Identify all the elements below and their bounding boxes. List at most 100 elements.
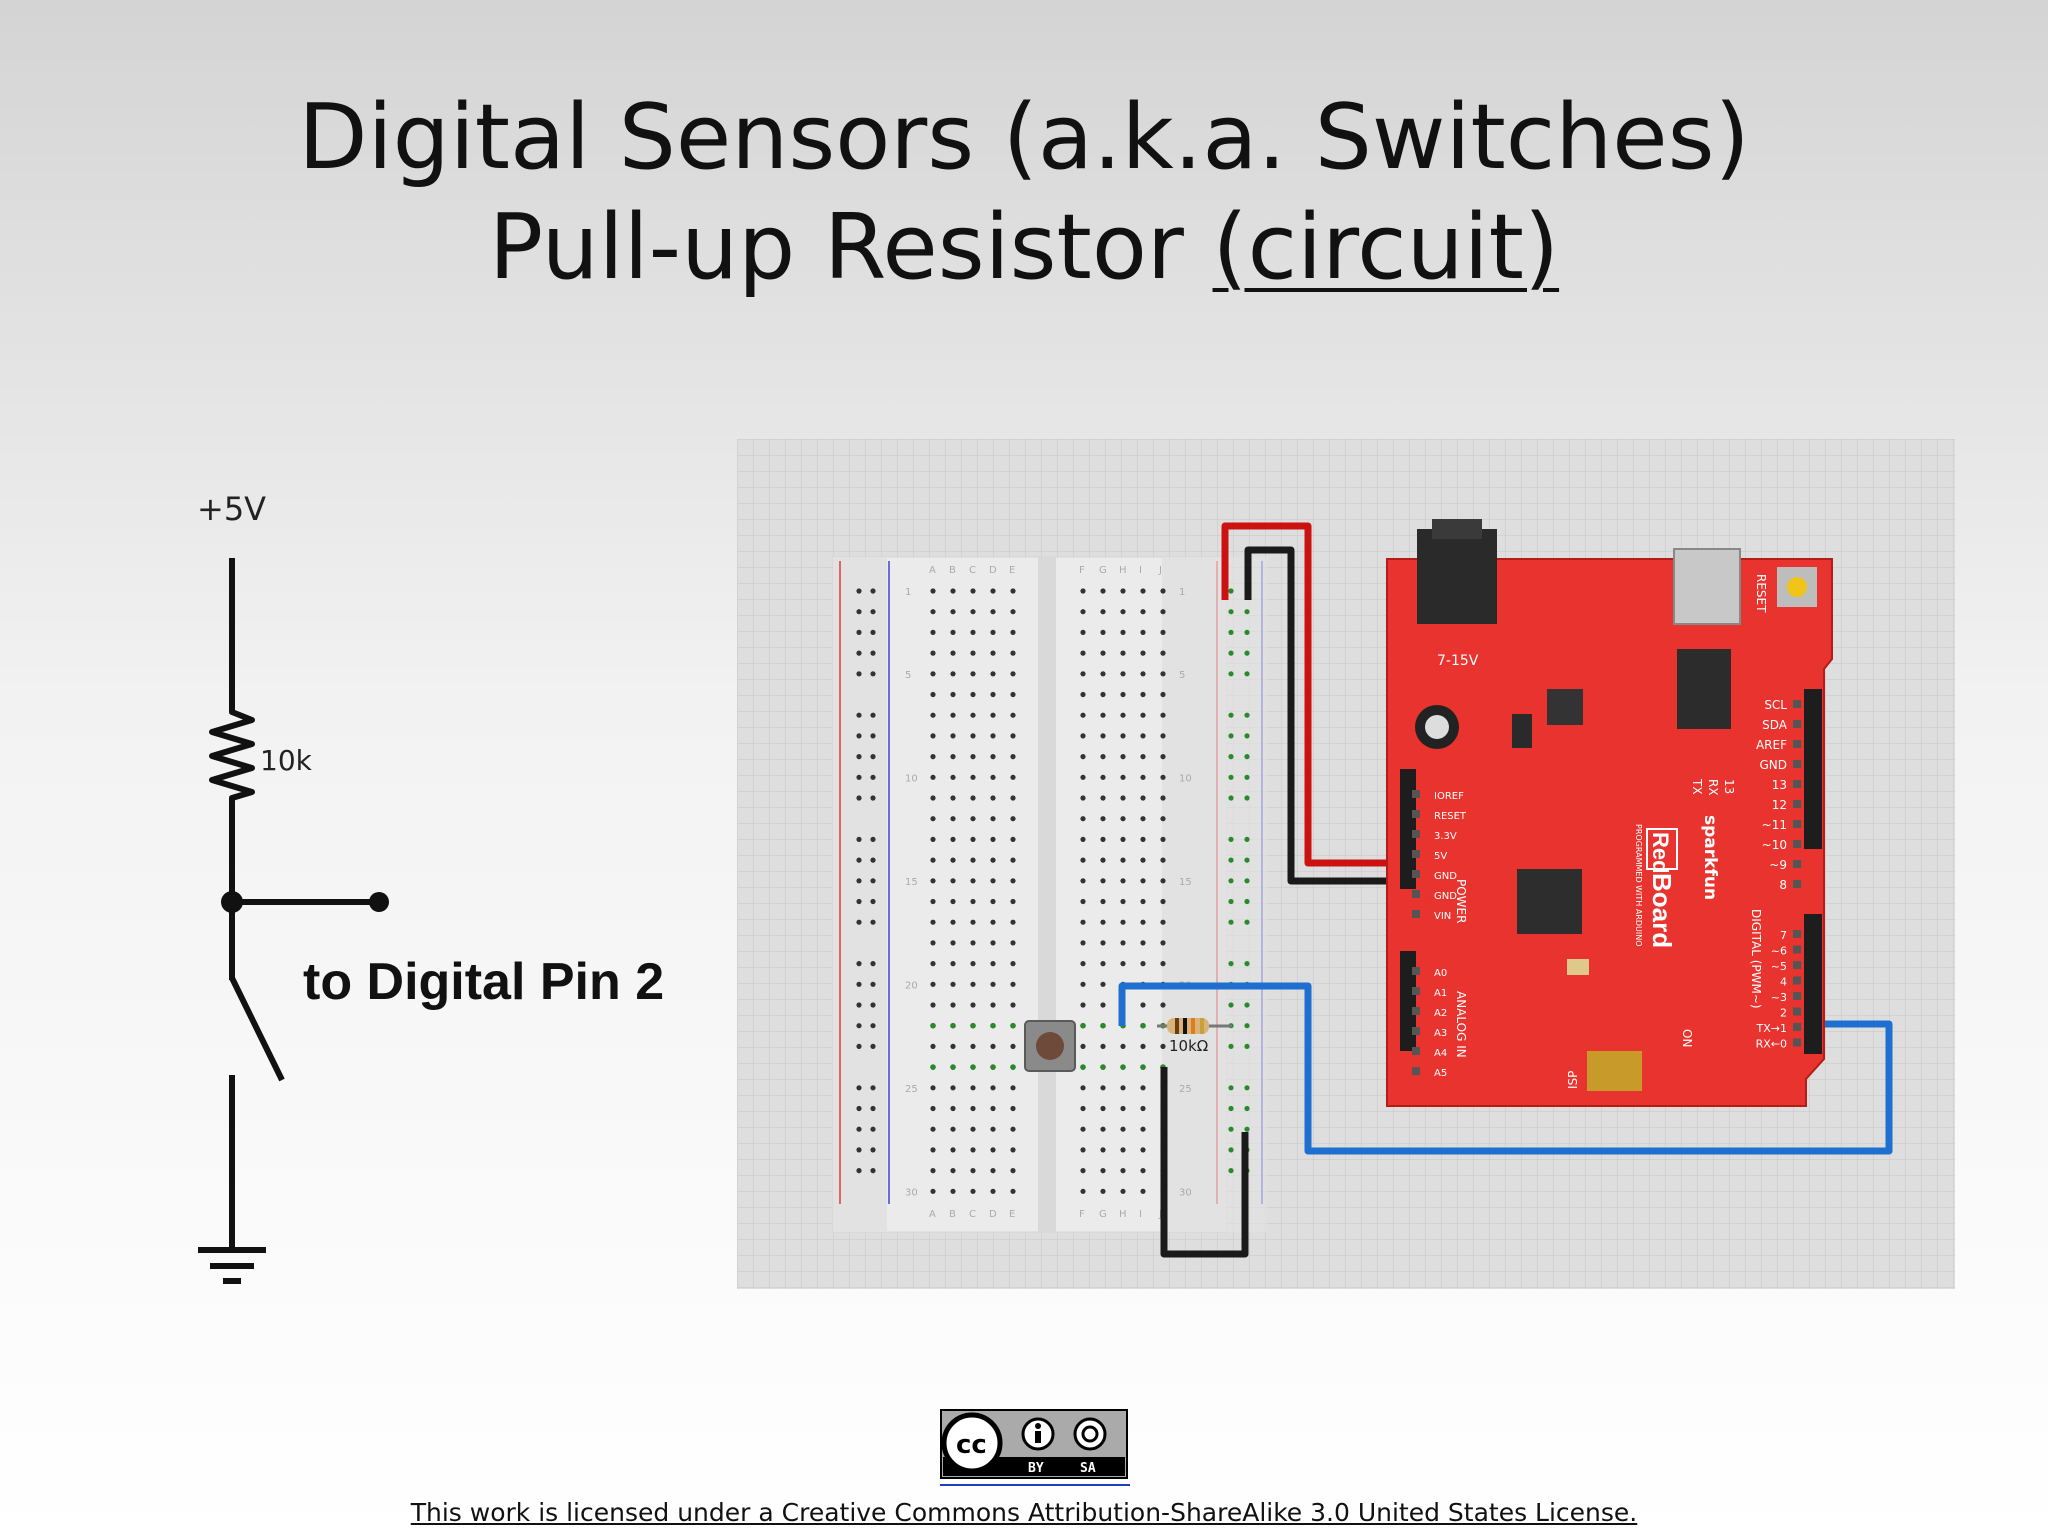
usb-connector [1673,548,1741,625]
breadboard-hole [1140,650,1146,656]
breadboard-hole [970,650,976,656]
breadboard-hole [1160,898,1166,905]
active-hole [930,1022,936,1029]
license-text[interactable]: This work is licensed under a Creative C… [410,1498,1638,1527]
breadboard-hole [1010,816,1016,822]
breadboard-hole [950,691,956,698]
breadboard-hole [930,774,936,780]
svg-text:cc: cc [956,1430,987,1460]
pin-label: ~9 [1769,858,1787,872]
breadboard-hole [1120,712,1126,718]
rail-hole [870,857,876,863]
breadboard-hole [1140,816,1146,822]
breadboard-hole [990,1188,996,1194]
pin-label: A5 [1434,1068,1447,1079]
breadboard-hole [1120,940,1126,946]
pin-label: ~3 [1771,991,1787,1004]
breadboard-hole [970,1085,976,1091]
breadboard-hole [950,795,956,801]
breadboard-hole [1080,836,1086,842]
column-letter: F [1079,1209,1085,1220]
active-hole [1010,1064,1016,1070]
breadboard-hole [970,940,976,946]
breadboard-hole [1120,1188,1126,1194]
breadboard-hole [1010,1043,1016,1049]
breadboard-hole [950,712,956,718]
cc-by-sa-badge[interactable]: cc BY SA [940,1409,1130,1489]
rail-hole [1228,588,1234,594]
active-hole [1140,1022,1146,1029]
breadboard-hole [1080,650,1086,656]
breadboard-hole [1160,754,1166,760]
board-name-board: Board [1647,873,1677,948]
rail-hole [856,961,862,967]
breadboard-hole [990,774,996,780]
breadboard-hole [1140,795,1146,801]
breadboard-hole [1120,898,1126,905]
pin-label: A3 [1434,1028,1447,1039]
circuit-link[interactable]: (circuit) [1212,195,1560,300]
row-number: 1 [1179,587,1185,598]
breadboard-hole [1100,1085,1106,1091]
rail-hole [856,650,862,656]
rail-hole [870,795,876,801]
column-letter: I [1139,1209,1142,1220]
rail-hole [1228,1002,1234,1008]
breadboard-hole [930,1147,936,1153]
breadboard-hole [1080,588,1086,594]
rail-hole [1228,878,1234,884]
rail-hole [1244,878,1250,884]
slide-title-line2: Pull-up Resistor (circuit) [0,194,2048,302]
breadboard-hole [1120,629,1126,635]
breadboard-hole [970,774,976,780]
breadboard-hole [1080,1105,1086,1112]
breadboard-hole [990,733,996,739]
header-pin [1793,945,1801,954]
rail-hole [1228,1043,1234,1049]
pin-label: GND [1759,758,1787,772]
breadboard-hole [1080,712,1086,718]
pin-label: ~10 [1762,838,1787,852]
breadboard-hole [950,1002,956,1008]
breadboard-hole [990,1126,996,1132]
pin-label: ~5 [1771,960,1787,973]
rail-hole [870,650,876,656]
header-pin [1793,860,1801,868]
rail-hole [856,609,862,615]
breadboard-hole [1010,857,1016,863]
pin-label: SDA [1762,718,1788,732]
breadboard-hole [1140,898,1146,905]
rail-hole [1228,712,1234,718]
breadboard-hole [970,1147,976,1153]
breadboard-hole [1080,878,1086,884]
breadboard-hole [1140,671,1146,677]
header-pin [1793,1007,1801,1016]
breadboard-hole [1100,940,1106,946]
breadboard-hole [950,1043,956,1049]
active-hole [970,1022,976,1029]
resistor-symbol [209,705,255,805]
breadboard-hole [1080,733,1086,739]
breadboard-hole [1010,1188,1016,1194]
breadboard-hole [1100,691,1106,698]
column-letter: B [949,565,956,576]
active-hole [1080,1064,1086,1070]
rail-hole [870,1023,876,1029]
pin-label: IOREF [1434,791,1464,802]
header-pin-labels: IOREFRESET3.3V5VGNDGNDVINA0A1A2A3A4A5SCL… [1412,698,1801,1079]
breadboard-hole [950,816,956,822]
breadboard-hole [950,733,956,739]
breadboard-hole [1140,1168,1146,1174]
row-number: 20 [905,980,918,991]
breadboard-hole [990,671,996,677]
breadboard-hole [1100,588,1106,594]
breadboard-hole [1100,1105,1106,1112]
slide-title-line1: Digital Sensors (a.k.a. Switches) [0,84,2048,192]
breadboard-hole [950,754,956,760]
breadboard-hole [1010,712,1016,718]
breadboard-hole [990,629,996,635]
breadboard-hole [1080,609,1086,615]
breadboard-hole [1120,774,1126,780]
rail-hole [856,754,862,760]
